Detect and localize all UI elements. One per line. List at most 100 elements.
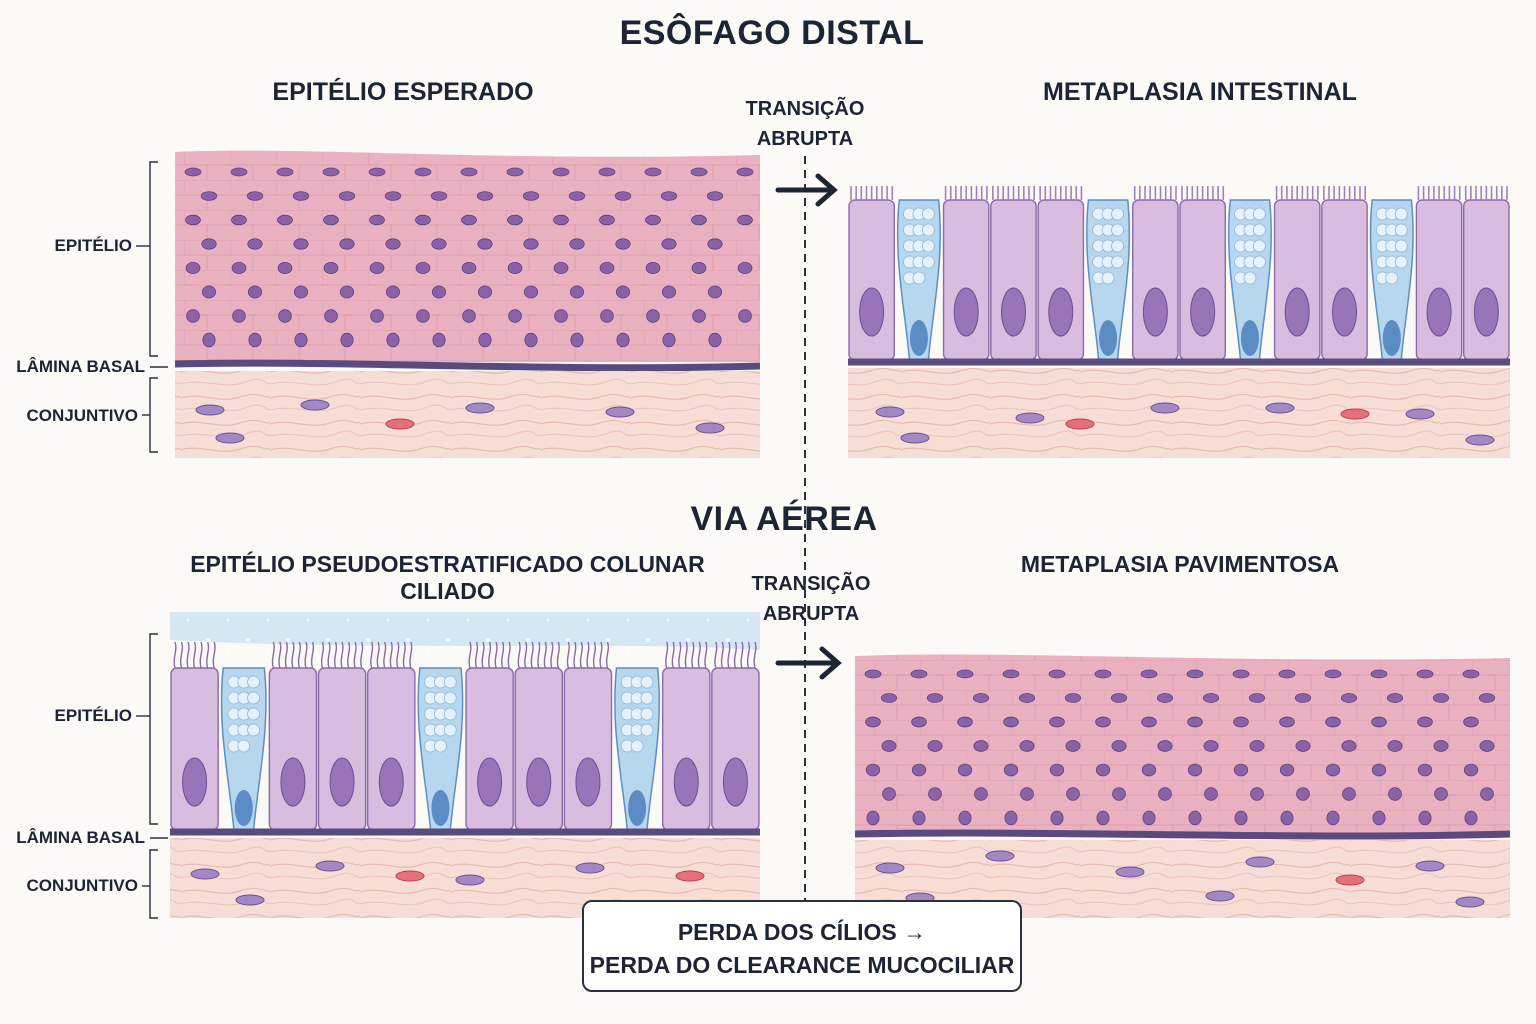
nucleus xyxy=(478,332,492,348)
cilium xyxy=(212,641,216,669)
fibroblast xyxy=(1245,856,1275,868)
cilium xyxy=(494,641,498,669)
cilium xyxy=(592,641,596,669)
nucleus xyxy=(1049,716,1065,728)
nucleus xyxy=(523,238,539,250)
mucin-granule xyxy=(640,691,654,705)
fibroblast xyxy=(190,868,220,880)
cilium xyxy=(383,641,387,669)
nucleus xyxy=(1326,810,1340,826)
mucin-granule xyxy=(921,223,935,237)
arrow-right-icon xyxy=(775,646,842,680)
nucleus xyxy=(1416,669,1434,679)
transition-label-top: TRANSIÇÃO ABRUPTA xyxy=(725,94,885,154)
nucleus xyxy=(526,757,552,807)
panel-expected-epithelium xyxy=(174,150,761,458)
nucleus xyxy=(1464,810,1478,826)
nucleus xyxy=(477,238,493,250)
nucleus xyxy=(276,167,294,177)
cilium xyxy=(193,641,197,669)
fibroblast xyxy=(465,402,495,414)
nucleus xyxy=(1156,693,1174,703)
cilium xyxy=(727,641,731,669)
nucleus xyxy=(200,191,218,201)
mucin-granule xyxy=(247,723,260,737)
cilium xyxy=(474,641,479,669)
cilium xyxy=(753,641,757,669)
nucleus xyxy=(1371,716,1387,728)
cilium xyxy=(586,641,590,669)
transition-label-bottom: TRANSIÇÃO ABRUPTA xyxy=(731,569,891,629)
cilium xyxy=(665,641,669,669)
mucin-granule xyxy=(247,707,260,721)
nucleus xyxy=(1480,787,1494,801)
nucleus xyxy=(231,261,247,274)
panel-pseudostratified xyxy=(170,612,760,918)
nucleus xyxy=(1020,787,1034,801)
mucin-granule xyxy=(1252,239,1266,253)
nucleus xyxy=(247,285,263,299)
nucleus xyxy=(416,309,430,323)
label-basal-lamina-top: LÂMINA BASAL xyxy=(16,357,145,376)
nucleus xyxy=(662,332,676,348)
nucleus xyxy=(523,285,539,299)
nucleus xyxy=(1186,669,1204,679)
nucleus xyxy=(1048,287,1074,337)
mucin-granule xyxy=(443,723,457,737)
nucleus xyxy=(247,238,263,250)
nucleus xyxy=(384,191,402,201)
nucleus xyxy=(1002,669,1020,679)
red-cell xyxy=(1335,874,1365,886)
mucin-granule xyxy=(1111,207,1124,221)
mucin-granule xyxy=(443,691,457,705)
nucleus xyxy=(1279,716,1295,728)
cilium xyxy=(733,641,737,669)
nucleus xyxy=(1296,787,1310,801)
transition-line2: ABRUPTA xyxy=(756,128,854,150)
fibroblast xyxy=(195,404,225,416)
nucleus xyxy=(201,238,217,250)
nucleus xyxy=(928,787,942,801)
nucleus xyxy=(1473,287,1499,337)
nucleus xyxy=(738,309,752,323)
cilium xyxy=(573,641,577,669)
nucleus xyxy=(1050,810,1064,826)
nucleus xyxy=(957,716,973,728)
nucleus xyxy=(1018,693,1036,703)
nucleus xyxy=(553,214,569,226)
mucin-granule xyxy=(443,707,457,721)
nucleus xyxy=(231,214,247,226)
nucleus xyxy=(415,261,431,274)
nucleus xyxy=(692,309,706,323)
mucin-granule xyxy=(921,255,935,269)
nucleus xyxy=(1325,763,1341,777)
nucleus xyxy=(1250,787,1264,801)
mucin-granule xyxy=(1111,255,1124,269)
nucleus xyxy=(737,261,753,274)
nucleus xyxy=(1372,810,1386,826)
nucleus xyxy=(431,238,447,250)
callout-line2: PERDA DO CLEARANCE MUCOCILIAR xyxy=(589,952,1015,978)
label-epithelium-bottom: EPITÉLIO xyxy=(54,706,132,725)
nucleus xyxy=(1110,693,1128,703)
nucleus xyxy=(598,167,616,177)
nucleus xyxy=(294,332,308,348)
nucleus xyxy=(957,763,973,777)
nucleus xyxy=(1190,287,1216,337)
cilium xyxy=(396,641,400,669)
fibroblast xyxy=(1465,434,1495,446)
fibroblast xyxy=(1265,402,1295,414)
fibroblast xyxy=(875,406,905,418)
cilium xyxy=(291,641,295,669)
nucleus xyxy=(1325,716,1341,728)
nucleus xyxy=(1234,810,1248,826)
cilium xyxy=(310,641,315,669)
cilium xyxy=(320,641,325,669)
cilium xyxy=(271,641,275,669)
label-basal-lamina-bottom: LÂMINA BASAL xyxy=(16,828,145,847)
red-cell xyxy=(385,418,415,430)
fibroblast xyxy=(1205,890,1235,902)
panel-title-pseudostratified: EPITÉLIO PSEUDOESTRATIFICADO COLUNAR CIL… xyxy=(190,551,705,604)
nucleus xyxy=(553,261,569,274)
cilium xyxy=(605,641,610,669)
